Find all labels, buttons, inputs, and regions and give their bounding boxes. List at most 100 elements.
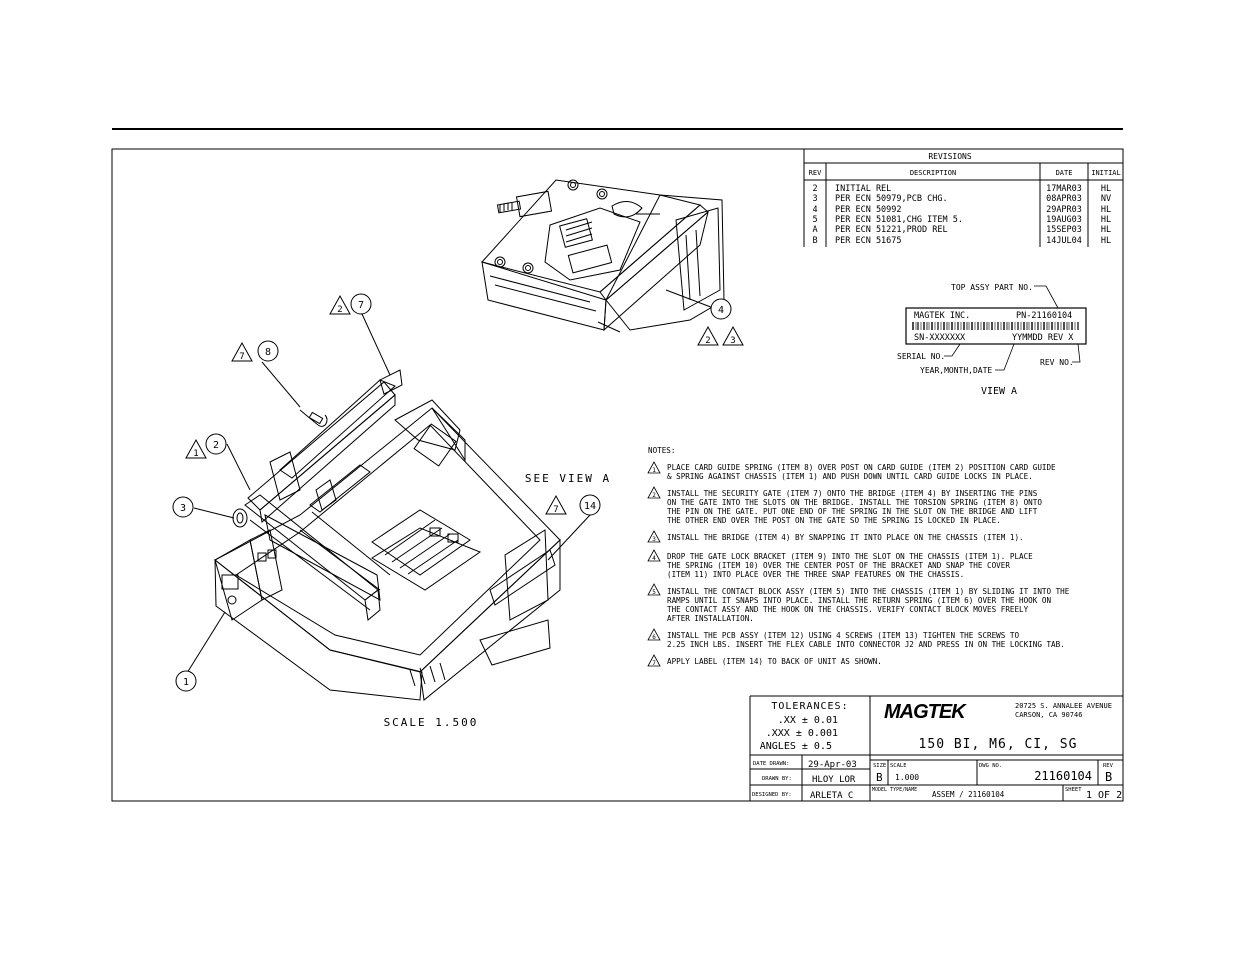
date-cell: 29APR03 [1046,205,1082,215]
sheet-value: 1 OF 2 [1086,790,1122,801]
flag-triangle [329,294,351,315]
date-cell: 08APR03 [1046,194,1082,204]
callout-circle [710,298,732,320]
initial-cell: HL [1101,184,1111,194]
flag-7: 7 [239,352,244,362]
scale-value: 1.000 [895,773,919,782]
note-flag-number: 4 [652,555,656,562]
callout-numbers: 1 2 3 4 7 8 14 [180,300,724,688]
note-line: INSTALL THE CONTACT BLOCK ASSY (ITEM 5) … [667,587,1070,596]
note-flag-number: 7 [652,660,656,667]
date-cell: 17MAR03 [1046,184,1082,194]
initial-header: INITIAL [1091,169,1121,177]
dwg-no: 21160104 [1034,769,1092,783]
callout-8: 8 [265,347,271,358]
note-flag [647,461,661,474]
note-flag-number: 1 [652,467,656,474]
sheet-label: SHEET [1065,787,1082,793]
label-company: MAGTEK INC. [914,311,970,321]
callout-7: 7 [358,300,364,311]
rev-value: B [1105,770,1112,784]
note-flag [647,486,661,499]
revisions-title: REVISIONS [928,152,972,161]
model-label: MODEL TYPE/NAME [872,787,917,793]
initial-cell: HL [1101,225,1111,235]
description-header: DESCRIPTION [910,169,956,177]
company-address-1: 20725 S. ANNALEE AVENUE [1015,702,1112,710]
note-flag [647,628,661,641]
drawing-frame [111,148,1124,802]
flag-numbers: 1 2 7 7 2 3 [193,305,735,515]
flag-triangle [231,341,253,362]
note-line: (ITEM 11) INTO PLACE OVER THE THREE SNAP… [667,570,964,579]
flag-triangle [722,325,744,346]
description-cell: PER ECN 51675 [835,236,902,246]
flag-triangles [185,294,744,515]
note-line: INSTALL THE SECURITY GATE (ITEM 7) ONTO … [667,489,1038,498]
description-cell: PER ECN 51221,PROD REL [835,225,948,235]
description-cell: INITIAL REL [835,184,891,194]
flag-triangle [697,325,719,346]
callout-circle [350,293,372,315]
callout-circle [175,670,197,692]
notes-section: NOTES: 1 PLACE CARD GUIDE SPRING (ITEM 8… [647,446,1070,667]
dwg-no-label: DWG NO. [979,763,1002,769]
drawn-by: HLOY LOR [812,775,856,785]
note-flag-number: 6 [652,634,656,641]
company-address-2: CARSON, CA 90746 [1015,711,1082,719]
barcode [912,322,1079,330]
designed-by-label: DESIGNED BY: [752,792,792,798]
flag-2: 2 [337,305,342,315]
notes-heading: NOTES: [648,446,675,455]
note-flag [647,583,661,596]
tolerance-angles: ANGLES ± 0.5 [760,741,832,752]
rev-cell: B [812,236,817,246]
note-flag [647,654,661,667]
initial-cell: HL [1101,236,1111,246]
note-line: INSTALL THE PCB ASSY (ITEM 12) USING 4 S… [667,631,1019,640]
see-view-a: SEE VIEW A [525,472,611,485]
title-block-text: TOLERANCES: .XX ± 0.01 .XXX ± 0.001 ANGL… [752,701,1122,801]
note-line: & SPRING AGAINST CHASSIS (ITEM 1) AND PU… [667,472,1033,481]
flag-3: 3 [730,336,735,346]
note-line: 2.25 INCH LBS. INSERT THE FLEX CABLE INT… [667,640,1065,649]
drawn-by-label: DRAWN BY: [762,776,792,782]
note-flag [647,549,661,562]
tolerances-title: TOLERANCES: [771,701,848,712]
rev-cell: 4 [812,205,817,215]
view-a-detail: TOP ASSY PART NO. MAGTEK INC. PN-2116010… [897,283,1087,397]
label-date-rev: YYMMDD REV X [1012,333,1074,343]
rev-label: REV [1103,763,1114,769]
view-a-title: VIEW A [981,386,1017,397]
callout-balloons [172,293,732,692]
note-line: THE SPRING (ITEM 10) OVER THE CENTER POS… [667,561,1010,570]
date-cell: 19AUG03 [1046,215,1082,225]
flag-triangle [545,494,567,515]
callout-4: 4 [718,305,724,316]
note-flag [647,530,661,543]
callout-14: 14 [584,501,596,512]
callout-circle [257,340,279,362]
description-cell: PER ECN 51081,CHG ITEM 5. [835,215,963,225]
size-value: B [876,771,883,784]
revisions-rows: 2 INITIAL REL 17MAR03 HL 3 PER ECN 50979… [812,184,1111,246]
note-line: RAMPS UNTIL IT SNAPS INTO PLACE. INSTALL… [667,596,1051,605]
note-line: DROP THE GATE LOCK BRACKET (ITEM 9) INTO… [667,552,1033,561]
tolerance-xx: .XX ± 0.01 [778,715,838,726]
note-line: AFTER INSTALLATION. [667,614,754,623]
date-cell: 15SEP03 [1046,225,1082,235]
rev-cell: A [812,225,817,235]
assembly-view-exploded [186,289,717,701]
note-line: ON THE GATE INTO THE SLOTS ON THE BRIDGE… [667,498,1042,507]
year-label: YEAR,MONTH,DATE [920,366,992,375]
scale-note: SCALE 1.500 [384,716,479,729]
note-line: INSTALL THE BRIDGE (ITEM 4) BY SNAPPING … [667,533,1024,542]
callout-2: 2 [213,440,219,451]
flag-7: 7 [553,505,558,515]
note-line: THE PIN ON THE GATE. PUT ONE END OF THE … [667,507,1038,516]
note-line: PLACE CARD GUIDE SPRING (ITEM 8) OVER PO… [667,463,1056,472]
description-cell: PER ECN 50992 [835,205,902,215]
callout-1: 1 [183,677,189,688]
tolerance-xxx: .XXX ± 0.001 [766,728,838,739]
